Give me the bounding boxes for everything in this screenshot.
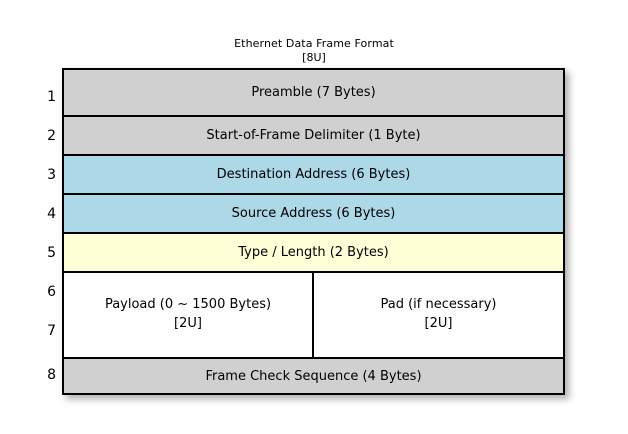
row-number-3: 3: [47, 167, 56, 183]
ethernet-frame-table: Preamble (7 Bytes) Start-of-Frame Delimi…: [62, 68, 565, 395]
frame-field-label: Pad (if necessary): [380, 297, 497, 313]
frame-field-label: Source Address (6 Bytes): [231, 206, 396, 221]
frame-field-label: Payload (0 ~ 1500 Bytes): [104, 297, 272, 313]
frame-field-payload-pad-row: Payload (0 ~ 1500 Bytes) [2U] Pad (if ne…: [64, 273, 563, 359]
row-number-8: 8: [47, 367, 56, 383]
frame-field-label: Preamble (7 Bytes): [251, 85, 376, 100]
row-number-1: 1: [47, 89, 56, 105]
frame-field-note: [2U]: [174, 316, 202, 331]
row-number-4: 4: [47, 206, 56, 222]
frame-field-preamble: Preamble (7 Bytes): [64, 70, 563, 117]
row-number-7: 7: [47, 323, 56, 339]
row-number-gutter: 1 2 3 4 5 6 7 8: [28, 68, 56, 395]
row-number-6: 6: [47, 284, 56, 300]
frame-field-label: Type / Length (2 Bytes): [238, 245, 389, 260]
frame-field-payload: Payload (0 ~ 1500 Bytes) [2U]: [64, 273, 314, 357]
frame-field-note: [2U]: [424, 316, 453, 331]
frame-field-label: Frame Check Sequence (4 Bytes): [205, 368, 422, 384]
row-number-5: 5: [47, 245, 56, 261]
frame-field-start-of-frame-delimiter: Start-of-Frame Delimiter (1 Byte): [64, 117, 563, 156]
diagram-title-block: Ethernet Data Frame Format [8U]: [0, 38, 628, 63]
frame-field-frame-check-sequence: Frame Check Sequence (4 Bytes): [64, 359, 563, 393]
frame-field-destination-address: Destination Address (6 Bytes): [64, 156, 563, 195]
frame-field-label: Start-of-Frame Delimiter (1 Byte): [206, 128, 421, 143]
page-subtitle: [8U]: [302, 51, 326, 64]
frame-field-label: Destination Address (6 Bytes): [216, 167, 411, 182]
frame-field-type-length: Type / Length (2 Bytes): [64, 234, 563, 273]
frame-field-source-address: Source Address (6 Bytes): [64, 195, 563, 234]
row-number-2: 2: [47, 128, 56, 144]
frame-field-pad: Pad (if necessary) [2U]: [314, 273, 563, 357]
page-title: Ethernet Data Frame Format: [234, 37, 394, 50]
